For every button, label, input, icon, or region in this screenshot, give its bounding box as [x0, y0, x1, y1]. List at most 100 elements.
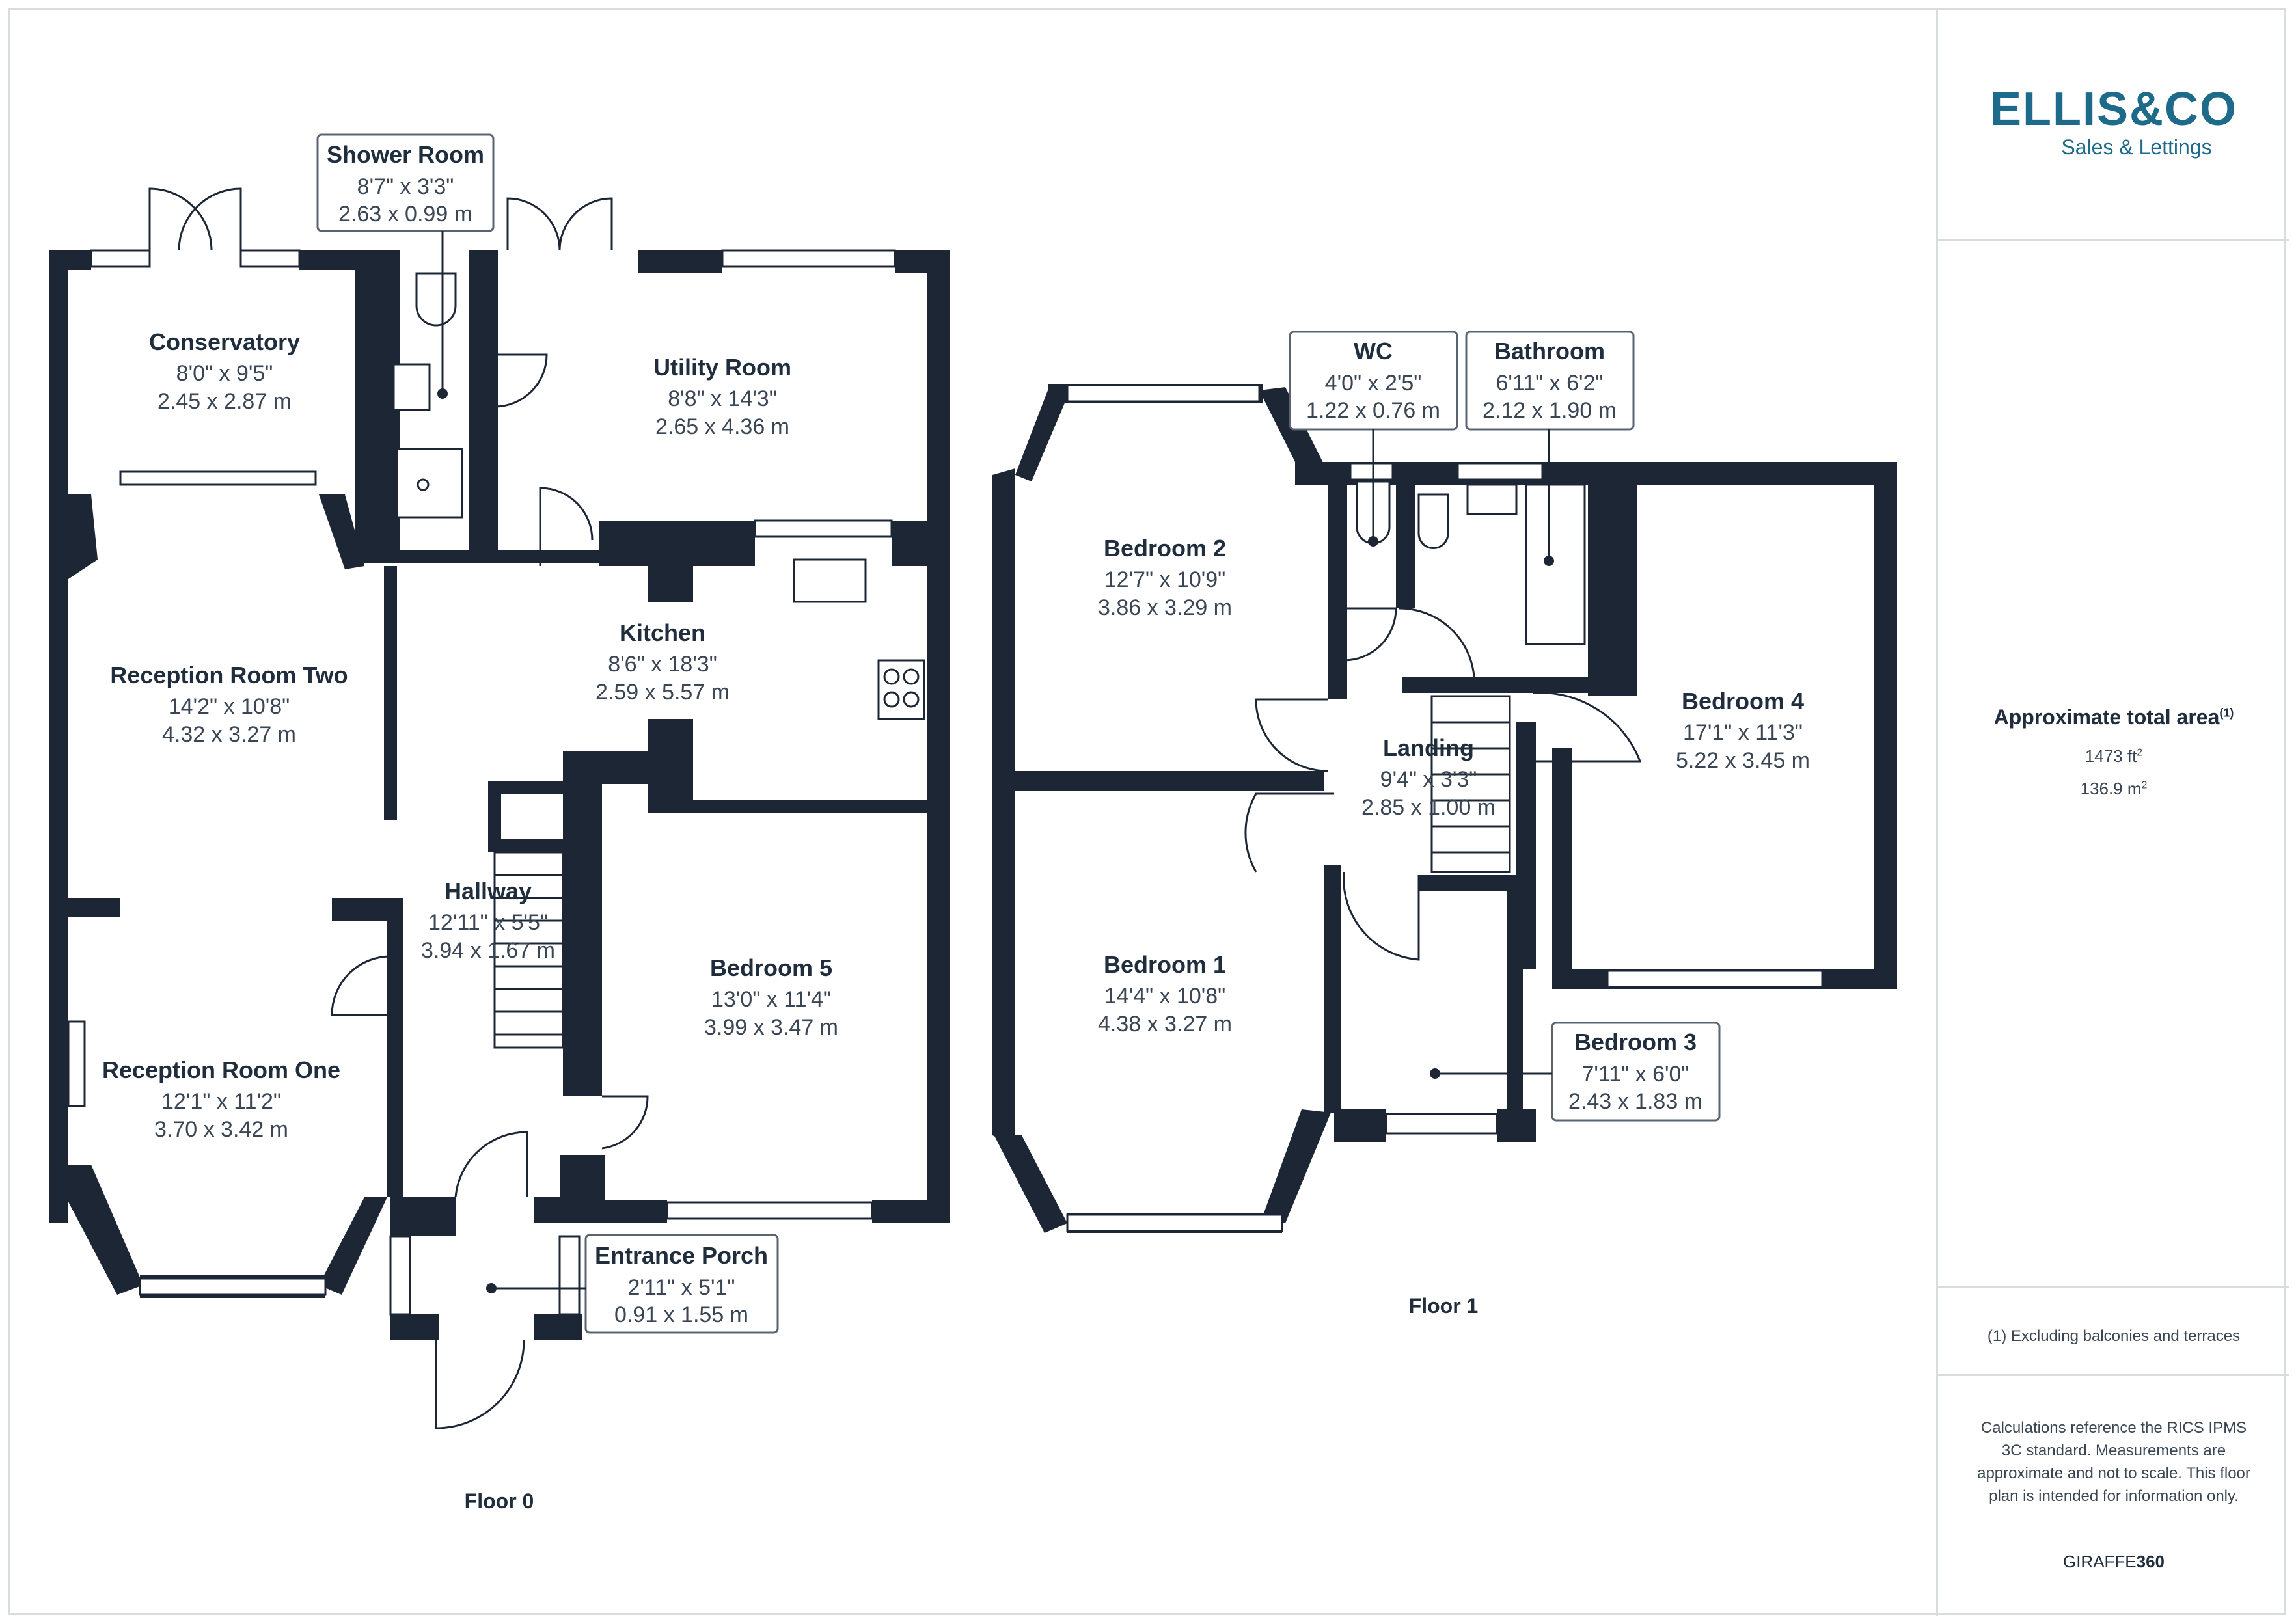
agency-logo: ELLIS&CO Sales & Lettings: [1938, 86, 2289, 159]
bedroom2-window: [1066, 384, 1261, 403]
conservatory-top-left-wall: [65, 250, 91, 270]
bathroom-east-wall: [1588, 462, 1637, 696]
bedroom3-door: [1343, 871, 1420, 961]
callout-shower-room: Shower Room 8'7" x 3'3" 2.63 x 0.99 m: [316, 133, 495, 399]
utility-door-left: [506, 197, 561, 251]
wc-window: [1349, 462, 1394, 481]
bathroom-toilet: [1417, 493, 1449, 549]
bedroom3-north-wall: [1419, 875, 1516, 891]
porch-south-right: [534, 1314, 582, 1340]
room-name: Hallway: [444, 878, 532, 904]
room-label-reception-two: Reception Room Two 14'2" x 10'8" 4.32 x …: [110, 662, 348, 747]
shower-tray: [396, 448, 463, 519]
floor-1-label: Floor 1: [1409, 1294, 1479, 1318]
front-door: [435, 1340, 525, 1429]
logo-wordmark: ELLIS&CO: [1989, 83, 2237, 135]
bedroom4-window: [1606, 969, 1824, 988]
hob-ring-3: [883, 691, 900, 708]
porch-south-left: [390, 1314, 439, 1340]
room-name: Bedroom 1: [1104, 951, 1226, 978]
room-imperial: 8'6" x 18'3": [608, 652, 717, 677]
bay-west-wall: [49, 1165, 143, 1295]
bedroom1-bay-sw: [992, 1132, 1067, 1233]
room-name: Shower Room: [327, 141, 484, 168]
room-metric: 3.99 x 3.47 m: [704, 1015, 838, 1040]
logo-tagline: Sales & Lettings: [2061, 135, 2212, 159]
porch-window-right: [558, 1235, 581, 1316]
utility-door-right: [558, 197, 613, 251]
room-imperial: 4'0" x 2'5": [1325, 371, 1422, 396]
room-metric: 1.22 x 0.76 m: [1306, 398, 1440, 423]
room-name: Conservatory: [149, 329, 300, 355]
conservatory-door-right: [178, 187, 242, 251]
room-imperial: 12'7" x 10'9": [1104, 567, 1225, 592]
bathroom-bath: [1525, 483, 1586, 645]
kitchen-window: [754, 519, 893, 538]
total-area-sqft: 1473 ft2: [2084, 746, 2143, 766]
callout-bedroom3: Bedroom 3 7'11" x 6'0" 2.43 x 1.83 m: [1430, 1022, 1721, 1122]
kitchen-sink: [793, 558, 867, 603]
bedroom3-east-wall: [1507, 875, 1523, 1142]
room-metric: 2.85 x 1.00 m: [1361, 795, 1496, 820]
first-stairs: [1430, 695, 1511, 873]
room-label-kitchen: Kitchen 8'6" x 18'3" 2.59 x 5.57 m: [595, 619, 730, 705]
bedroom2-bay-nw: [1015, 390, 1067, 481]
hallway-cupboard-bottom: [488, 839, 566, 852]
wc-east-wall: [1396, 462, 1415, 608]
first-east-wall: [1874, 462, 1897, 989]
room-label-bedroom4: Bedroom 4 17'1" x 11'3" 5.22 x 3.45 m: [1676, 688, 1810, 773]
room-name: Bedroom 3: [1574, 1029, 1697, 1055]
info-panel: ELLIS&CO Sales & Lettings Approximate to…: [1936, 8, 2289, 1616]
conservatory-sliding-door: [119, 470, 317, 486]
room-label-landing: Landing 9'4" x 3'3" 2.85 x 1.00 m: [1361, 735, 1496, 820]
bedroom1-door: [1244, 792, 1334, 873]
bathroom-window: [1456, 462, 1544, 481]
room-label-bedroom2: Bedroom 2 12'7" x 10'9" 3.86 x 3.29 m: [1098, 535, 1232, 620]
room-name: Utility Room: [653, 354, 791, 381]
bedroom1-east-wall: [1324, 865, 1341, 1113]
ground-floor-plan: [49, 187, 950, 1429]
hallway-cupboard-side: [488, 781, 501, 852]
callout-bathroom: Bathroom 6'11" x 6'2" 2.12 x 1.90 m: [1465, 331, 1635, 566]
bedroom5-west-wall: [563, 751, 602, 1096]
area-footnote: (1) Excluding balconies and terraces: [1987, 1327, 2241, 1345]
room-metric: 4.38 x 3.27 m: [1098, 1012, 1232, 1036]
room-metric: 2.12 x 1.90 m: [1483, 398, 1617, 423]
bedroom4-west-wall: [1552, 748, 1572, 982]
room-label-hallway: Hallway 12'11" x 5'5" 3.94 x 1.67 m: [421, 878, 555, 963]
room-imperial: 13'0" x 11'4": [711, 987, 831, 1012]
room-label-bedroom1: Bedroom 1 14'4" x 10'8" 4.38 x 3.27 m: [1098, 951, 1232, 1036]
room-imperial: 14'2" x 10'8": [169, 694, 290, 719]
ground-west-wall: [49, 250, 68, 1223]
room-metric: 2.63 x 0.99 m: [338, 202, 472, 226]
room-label-conservatory: Conservatory 8'0" x 9'5" 2.45 x 2.87 m: [149, 329, 300, 414]
bathroom-basin: [1466, 483, 1518, 515]
room-metric: 2.65 x 4.36 m: [655, 414, 789, 439]
room-metric: 2.43 x 1.83 m: [1568, 1089, 1702, 1114]
reception-one-east-wall: [387, 904, 403, 1197]
shower-wc: [415, 272, 457, 327]
conservatory-window-right: [239, 249, 301, 268]
shower-basin: [392, 363, 431, 411]
reception-divider-left: [68, 898, 120, 917]
bedroom4-door: [1532, 692, 1642, 763]
kitchen-south-wall: [690, 800, 934, 813]
room-metric: 2.45 x 2.87 m: [157, 389, 292, 414]
first-west-wall: [992, 468, 1015, 1145]
room-metric: 4.32 x 3.27 m: [162, 722, 296, 747]
callout-wc: WC 4'0" x 2'5" 1.22 x 0.76 m: [1289, 331, 1458, 547]
kitchen-hob: [877, 659, 925, 720]
room-name: Bedroom 2: [1104, 535, 1226, 562]
bedroom1-bedroom2-wall: [1015, 771, 1324, 791]
bedroom2-east-wall: [1328, 462, 1347, 699]
bedroom1-window: [1066, 1213, 1283, 1232]
room-name: Bedroom 5: [710, 954, 832, 981]
bedroom5-south-wall-right: [872, 1200, 950, 1223]
landing-north-wall: [1402, 677, 1520, 686]
room-metric: 0.91 x 1.55 m: [614, 1303, 748, 1327]
provider-brand: GIRAFFE360: [2062, 1552, 2165, 1571]
room-imperial: 8'8" x 14'3": [668, 386, 777, 411]
reception-two-bay-nw: [68, 494, 98, 579]
bedroom5-window: [666, 1201, 873, 1220]
page-frame: [8, 8, 2286, 1615]
